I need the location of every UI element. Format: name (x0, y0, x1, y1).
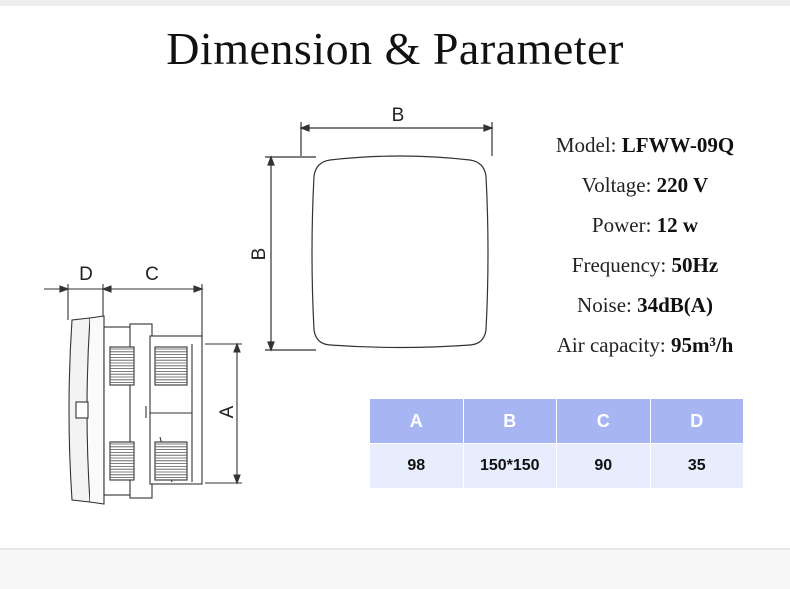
parameter-value: LFWW-09Q (621, 133, 735, 157)
parameter-row: Frequency: 50Hz (520, 245, 770, 285)
parameter-row: Model: LFWW-09Q (520, 125, 770, 165)
parameter-row: Air capacity: 95m³/h (520, 325, 770, 365)
dim-d-label: D (79, 264, 93, 285)
side-view (44, 284, 242, 505)
top-divider (0, 0, 790, 6)
parameter-label: Power: (591, 213, 657, 237)
dimension-table: A B C D 98 150*150 90 35 (369, 398, 744, 489)
dim-b-side-label: B (249, 248, 270, 261)
parameter-value: 34dB(A) (637, 293, 713, 317)
parameter-row: Noise: 34dB(A) (520, 285, 770, 325)
header-c: C (556, 398, 651, 444)
dim-b-top-label: B (392, 105, 405, 126)
page-title: Dimension & Parameter (166, 23, 624, 74)
front-view (265, 122, 494, 352)
header-a: A (369, 398, 464, 444)
header-d: D (649, 398, 744, 444)
parameter-row: Power: 12 w (520, 205, 770, 245)
value-a: 98 (369, 443, 464, 489)
technical-drawing: B B (44, 105, 494, 505)
dim-a-label: A (217, 405, 238, 418)
value-d: 35 (649, 443, 744, 489)
parameter-label: Frequency: (571, 253, 672, 277)
parameter-label: Noise: (577, 293, 638, 317)
parameter-value: 220 V (656, 173, 709, 197)
parameter-value: 95m³/h (670, 333, 734, 357)
bottom-divider (0, 548, 790, 589)
parameter-row: Voltage: 220 V (520, 165, 770, 205)
value-c: 90 (556, 443, 651, 489)
dimension-table-header-row: A B C D (369, 398, 744, 444)
dim-c-label: C (145, 264, 159, 285)
header-b: B (462, 398, 557, 444)
parameter-value: 12 w (656, 213, 699, 237)
rib-hatching (110, 348, 187, 479)
value-b: 150*150 (462, 443, 557, 489)
parameter-label: Model: (555, 133, 622, 157)
dimension-table-value-row: 98 150*150 90 35 (369, 443, 744, 489)
parameter-label: Voltage: (581, 173, 657, 197)
parameter-label: Air capacity: (556, 333, 671, 357)
parameter-value: 50Hz (671, 253, 719, 277)
